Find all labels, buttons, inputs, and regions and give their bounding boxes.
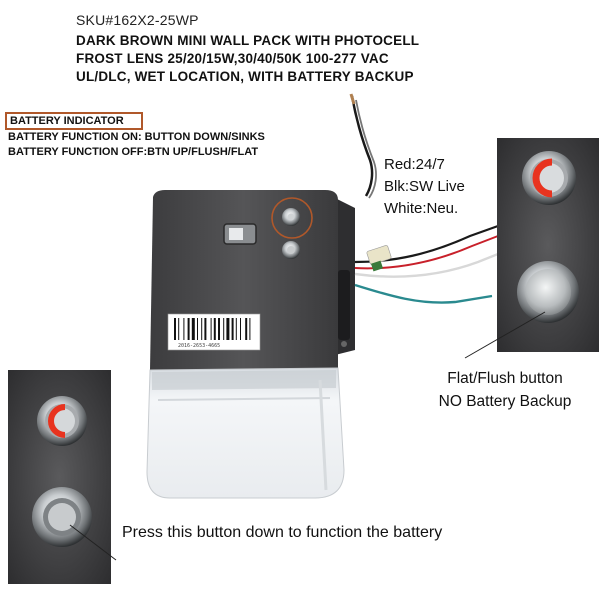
barcode-bar bbox=[223, 318, 225, 340]
title-line-3: UL/DLC, WET LOCATION, WITH BATTERY BACKU… bbox=[76, 69, 414, 84]
wire-white bbox=[354, 252, 499, 278]
zoom-panel-flat bbox=[497, 138, 599, 352]
barcode-bar bbox=[210, 318, 212, 340]
barcode-digits: 2016-2653-4665 bbox=[178, 343, 220, 349]
barcode-bar bbox=[249, 318, 251, 340]
indicator-light-icon bbox=[48, 404, 66, 438]
wire-label-red: Red:24/7 bbox=[384, 156, 445, 173]
title-line-2: FROST LENS 25/20/15W,30/40/50K 100-277 V… bbox=[76, 51, 389, 66]
wire-label-white: White:Neu. bbox=[384, 200, 459, 217]
sku-label: SKU#162X2-25WP bbox=[76, 12, 199, 28]
barcode-bar bbox=[231, 318, 234, 340]
wire-label-black: Blk:SW Live bbox=[384, 178, 465, 195]
press-button-note: Press this button down to function the b… bbox=[122, 524, 443, 541]
zoom-panel-pressed bbox=[8, 370, 111, 584]
barcode-label: 2016-2653-4665 bbox=[167, 313, 261, 351]
barcode-bar bbox=[245, 318, 248, 340]
wire-teal bbox=[354, 283, 493, 304]
barcode-bar bbox=[178, 318, 180, 340]
wire-red bbox=[354, 235, 499, 270]
flat-button-note-1: Flat/Flush button bbox=[447, 370, 563, 387]
barcode-bar bbox=[218, 318, 220, 340]
battery-off-note: BATTERY FUNCTION OFF:BTN UP/FLUSH/FLAT bbox=[8, 146, 259, 158]
barcode-bar bbox=[226, 318, 230, 340]
barcode-bar bbox=[174, 318, 176, 340]
barcode-bar bbox=[201, 318, 203, 340]
battery-button-icon bbox=[48, 503, 76, 531]
barcode-bar bbox=[204, 318, 207, 340]
battery-on-note: BATTERY FUNCTION ON: BUTTON DOWN/SINKS bbox=[8, 131, 265, 143]
battery-button-icon bbox=[525, 269, 571, 315]
barcode-bar bbox=[235, 318, 237, 340]
indicator-callout-circle bbox=[271, 197, 313, 239]
barcode-bar bbox=[213, 318, 216, 340]
barcode-bar bbox=[240, 318, 241, 340]
barcode-bar bbox=[197, 318, 198, 340]
barcode-bar bbox=[187, 318, 190, 340]
indicator-light-icon bbox=[532, 158, 553, 198]
flat-button-note-2: NO Battery Backup bbox=[438, 393, 572, 410]
title-line-1: DARK BROWN MINI WALL PACK WITH PHOTOCELL bbox=[76, 33, 420, 48]
battery-indicator-title: BATTERY INDICATOR bbox=[5, 112, 143, 130]
barcode-bar bbox=[191, 318, 195, 340]
barcode-bar bbox=[183, 318, 185, 340]
